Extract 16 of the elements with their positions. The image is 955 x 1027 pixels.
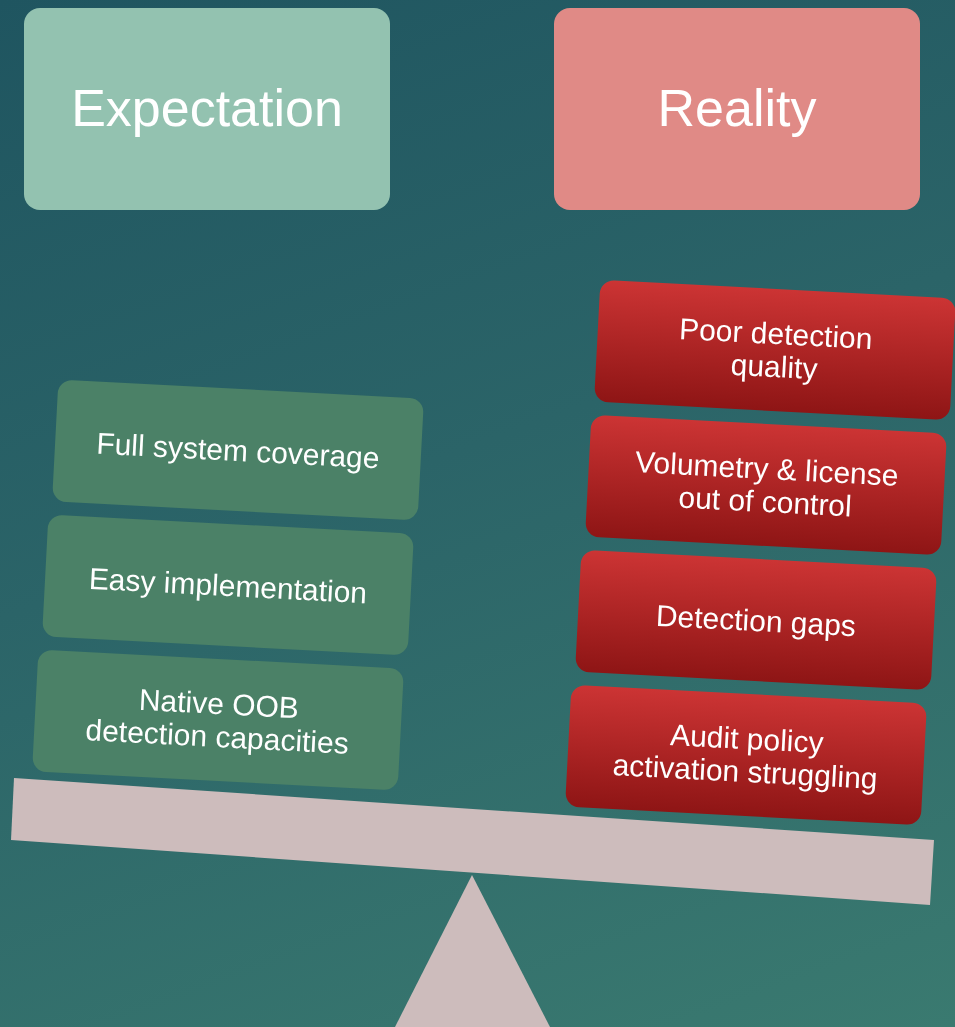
card-text: Native OOB detection capacities: [83, 681, 351, 762]
card-text: Expectation: [71, 80, 343, 138]
reality-card: [575, 549, 937, 691]
card-text: Reality: [657, 80, 817, 138]
expectation-card: [42, 514, 414, 656]
card-text: Easy implementation: [88, 561, 368, 609]
card-text: Poor detection quality: [677, 311, 875, 388]
heading-box: [554, 8, 920, 210]
card-text: Detection gaps: [655, 598, 857, 642]
card-text: Full system coverage: [95, 426, 381, 474]
card-text: Volumetry & license out of control: [633, 444, 901, 525]
reality-card: [585, 414, 947, 556]
card-text: Audit policy activation struggling: [610, 717, 880, 796]
heading-box: [24, 8, 390, 210]
reality-card: [565, 684, 927, 826]
reality-card: [594, 279, 955, 421]
